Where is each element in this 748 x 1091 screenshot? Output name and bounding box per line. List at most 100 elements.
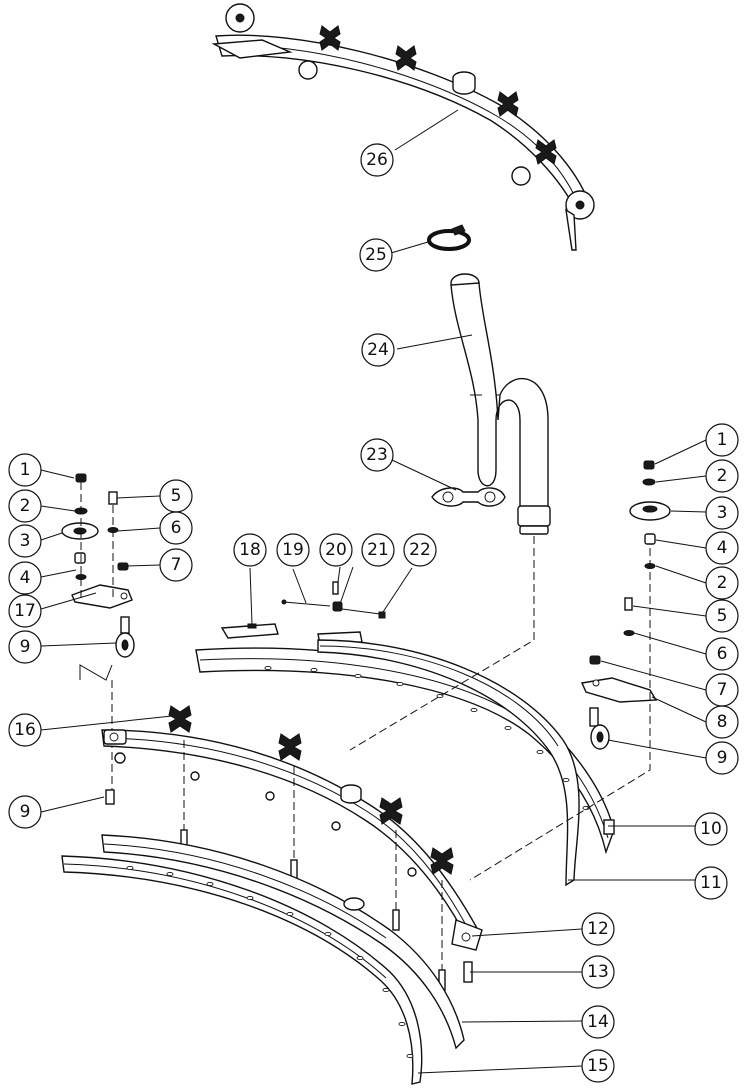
callout-c5R: 5 bbox=[705, 599, 739, 633]
callout-c17: 17 bbox=[8, 594, 42, 628]
callout-number: 6 bbox=[717, 644, 728, 664]
callout-number: 19 bbox=[282, 540, 304, 560]
callout-circle bbox=[8, 524, 42, 558]
callout-c3R: 3 bbox=[705, 496, 739, 530]
callout-circle bbox=[159, 548, 193, 582]
callout-circle bbox=[276, 533, 310, 567]
callout-number: 1 bbox=[717, 430, 728, 450]
callout-c2R: 2 bbox=[705, 459, 739, 493]
hose-clamp bbox=[427, 224, 471, 251]
callout-circle bbox=[233, 533, 267, 567]
callout-c6L: 6 bbox=[159, 511, 193, 545]
callout-circle bbox=[8, 489, 42, 523]
callout-number: 10 bbox=[700, 819, 722, 839]
callout-circle bbox=[8, 594, 42, 628]
callout-c26: 26 bbox=[360, 143, 394, 177]
callout-circle bbox=[360, 438, 394, 472]
callout-number: 2 bbox=[717, 466, 728, 486]
callout-circle bbox=[403, 533, 437, 567]
left-caster-stack bbox=[61, 473, 135, 790]
callout-circle bbox=[581, 955, 615, 989]
callout-circle bbox=[705, 637, 739, 671]
callout-c1L: 1 bbox=[8, 453, 42, 487]
assembled-squeegee-frame bbox=[211, 3, 595, 251]
callout-c2L: 2 bbox=[8, 489, 42, 523]
callout-c14: 14 bbox=[581, 1005, 615, 1039]
callout-c13: 13 bbox=[581, 955, 615, 989]
callout-circle bbox=[8, 630, 42, 664]
callout-c21: 21 bbox=[361, 533, 395, 567]
callout-c2R2: 2 bbox=[705, 566, 739, 600]
callout-number: 1 bbox=[20, 460, 31, 480]
callout-c10: 10 bbox=[694, 812, 728, 846]
callout-circle bbox=[705, 531, 739, 565]
callout-number: 7 bbox=[717, 680, 728, 700]
callout-c9L: 9 bbox=[8, 630, 42, 664]
knob-icon bbox=[168, 705, 454, 875]
callout-c9B: 9 bbox=[8, 795, 42, 829]
callout-number: 5 bbox=[717, 606, 728, 626]
callout-number: 14 bbox=[587, 1012, 609, 1032]
callout-circle bbox=[361, 333, 395, 367]
callout-number: 4 bbox=[717, 538, 728, 558]
callout-circle bbox=[705, 496, 739, 530]
callout-c4L: 4 bbox=[8, 561, 42, 595]
front-squeegee-blades bbox=[61, 834, 465, 1085]
callout-c12: 12 bbox=[581, 912, 615, 946]
callout-circle bbox=[705, 599, 739, 633]
blade-slot-icons bbox=[264, 665, 590, 811]
callout-c7R: 7 bbox=[705, 673, 739, 707]
callout-circle bbox=[8, 713, 42, 747]
suction-hose bbox=[450, 273, 551, 535]
callout-number: 21 bbox=[367, 540, 389, 560]
callout-circle bbox=[705, 705, 739, 739]
callout-number: 16 bbox=[14, 720, 36, 740]
callout-number: 12 bbox=[587, 919, 609, 939]
callout-number: 26 bbox=[366, 150, 388, 170]
callout-number: 5 bbox=[171, 486, 182, 506]
squeegee-frame bbox=[101, 705, 483, 991]
callout-number: 6 bbox=[171, 518, 182, 538]
callout-circle bbox=[361, 533, 395, 567]
callout-circle bbox=[694, 812, 728, 846]
rear-squeegee-blades bbox=[195, 639, 615, 887]
callout-number: 25 bbox=[365, 245, 387, 265]
callout-c25: 25 bbox=[359, 238, 393, 272]
callout-circle bbox=[581, 912, 615, 946]
callout-number: 9 bbox=[717, 748, 728, 768]
callout-circle bbox=[705, 566, 739, 600]
callout-number: 15 bbox=[587, 1056, 609, 1076]
callout-circle bbox=[159, 511, 193, 545]
callout-c1R: 1 bbox=[705, 423, 739, 457]
callout-number: 18 bbox=[239, 540, 261, 560]
callout-number: 2 bbox=[717, 573, 728, 593]
callout-circle bbox=[8, 795, 42, 829]
callout-number: 3 bbox=[20, 531, 31, 551]
callout-circle bbox=[581, 1049, 615, 1083]
callout-number: 23 bbox=[366, 445, 388, 465]
small-hardware bbox=[220, 581, 386, 645]
callout-number: 4 bbox=[20, 568, 31, 588]
callout-number: 3 bbox=[717, 503, 728, 523]
callout-circle bbox=[360, 143, 394, 177]
callout-c22: 22 bbox=[403, 533, 437, 567]
callout-c24: 24 bbox=[361, 333, 395, 367]
callout-number: 2 bbox=[20, 496, 31, 516]
callout-number: 22 bbox=[409, 540, 431, 560]
callout-c7L: 7 bbox=[159, 548, 193, 582]
callout-c23: 23 bbox=[360, 438, 394, 472]
callout-circle bbox=[8, 453, 42, 487]
callout-number: 8 bbox=[717, 712, 728, 732]
knob-icon bbox=[319, 25, 557, 165]
callout-c18: 18 bbox=[233, 533, 267, 567]
callout-circle bbox=[694, 866, 728, 900]
blade-slot-icons bbox=[126, 865, 414, 1059]
right-caster-stack bbox=[469, 460, 671, 881]
callout-c3L: 3 bbox=[8, 524, 42, 558]
callout-circle bbox=[319, 533, 353, 567]
callout-c8R: 8 bbox=[705, 705, 739, 739]
callout-number: 20 bbox=[325, 540, 347, 560]
callout-circle bbox=[705, 741, 739, 775]
